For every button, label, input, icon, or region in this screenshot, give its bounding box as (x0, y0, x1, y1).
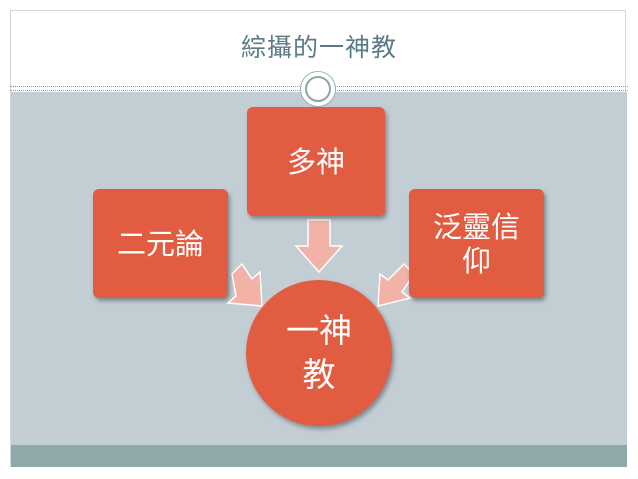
circle-ornament-icon (300, 71, 336, 107)
circle-ornament-ring (305, 76, 331, 102)
node-left-label: 二元論 (116, 226, 204, 261)
node-right: 泛靈信仰 (409, 189, 544, 298)
node-center: 一神 教 (246, 280, 392, 426)
node-top: 多神 (247, 107, 385, 216)
node-top-label: 多神 (286, 144, 345, 179)
node-center-label: 一神 教 (286, 311, 352, 394)
node-right-label: 泛靈信仰 (432, 209, 520, 278)
node-left: 二元論 (93, 189, 228, 298)
slide-title: 綜攝的一神教 (240, 33, 397, 62)
footer-bar (11, 445, 627, 467)
